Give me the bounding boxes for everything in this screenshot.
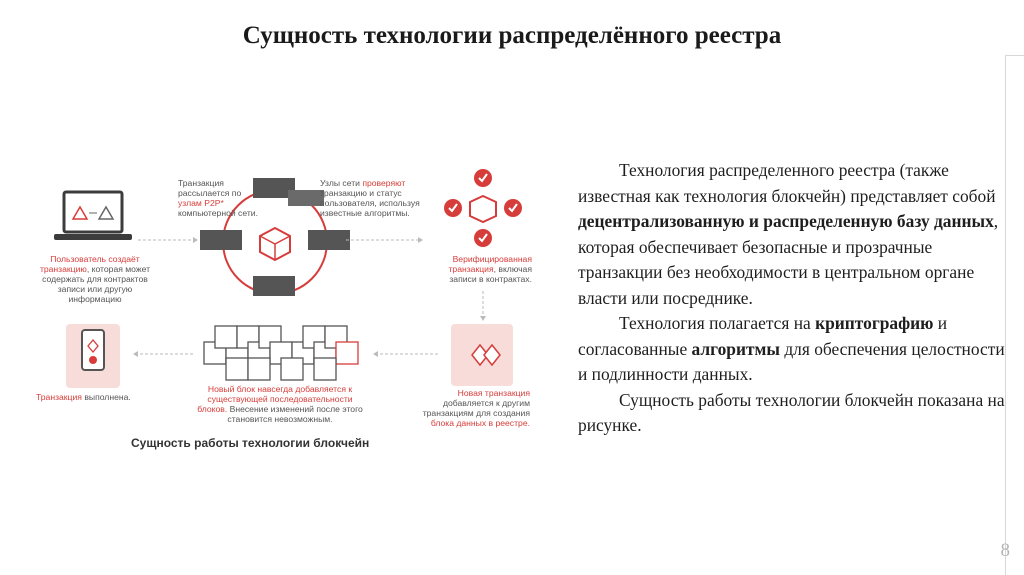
paragraph-3: Сущность работы технологии блокчейн пока… — [578, 388, 1010, 439]
phone-icon — [66, 324, 120, 388]
paragraph-2: Технология полагается на криптографию и … — [578, 311, 1010, 388]
step-broadcast: Транзакция рассылается по узлам P2P* ком… — [178, 178, 258, 218]
step-transaction-done: Транзакция выполнена. — [36, 392, 156, 402]
step-create-transaction: Пользователь создаёт транзакцию, которая… — [36, 254, 154, 304]
verification-icon — [444, 169, 522, 247]
new-block-icon — [451, 324, 513, 386]
slide-title: Сущность технологии распределённого реес… — [0, 22, 1024, 50]
laptop-icon — [54, 192, 132, 240]
slide-body-text: Технология распределенного реестра (такж… — [578, 158, 1010, 439]
step-new-block: Новый блок навсегда добавляется к сущест… — [192, 384, 368, 424]
step-new-transaction: Новая транзакция добавляется к другим тр… — [406, 388, 530, 428]
step-verified: Верифицированная транзакция, включая зап… — [432, 254, 532, 284]
paragraph-1: Технология распределенного реестра (такж… — [578, 158, 1010, 311]
blockchain-diagram: Пользователь создаёт транзакцию, которая… — [28, 156, 548, 456]
diagram-caption: Сущность работы технологии блокчейн — [131, 436, 369, 450]
step-verify-nodes: Узлы сети проверяют транзакцию и статус … — [320, 178, 424, 218]
blockchain-blocks-icon — [204, 326, 358, 380]
page-number: 8 — [1001, 540, 1011, 562]
